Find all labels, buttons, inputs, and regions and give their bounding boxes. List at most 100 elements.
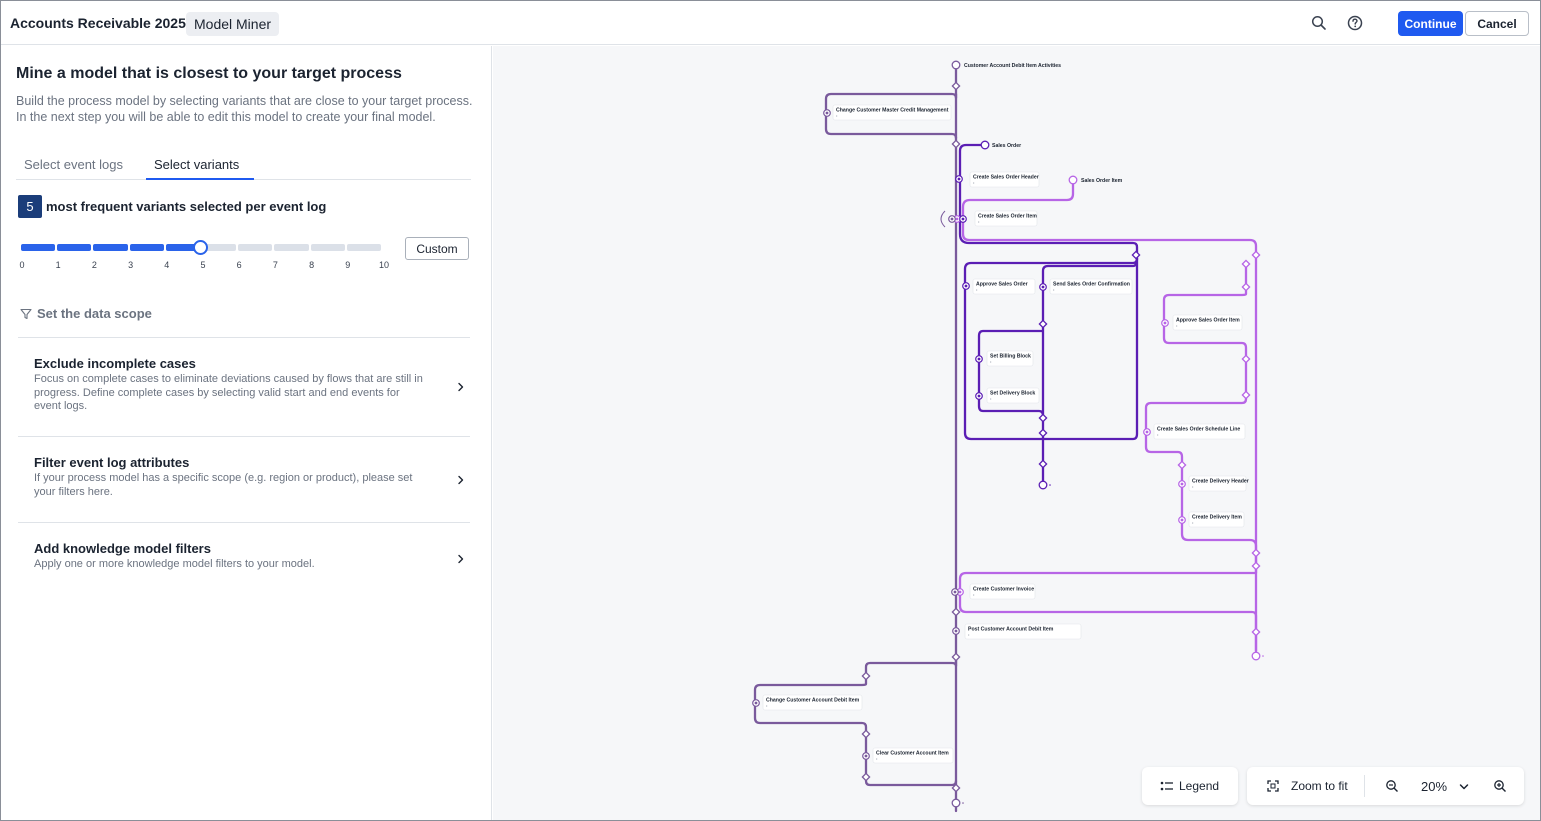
continue-button[interactable]: Continue [1398,11,1463,36]
gateway-node [951,607,961,617]
slider-segment[interactable] [238,244,273,251]
slider-segment[interactable] [93,244,128,251]
activity-count: • [973,180,975,185]
active-tab-indicator [146,178,254,180]
slider-segment[interactable] [202,244,237,251]
activity-label: Create Customer Invoice [973,587,1034,593]
slider-segment[interactable] [346,244,381,251]
zoom-out-icon[interactable] [1385,779,1399,793]
flow-edge [753,656,958,787]
activity-count: • [968,632,970,637]
activity-label: Set Billing Block [990,354,1031,360]
activity-port-center [1180,518,1184,522]
activity-count: • [990,359,992,364]
activity-card [762,694,863,711]
variant-count-badge: 5 [18,195,42,218]
gateway-node [951,783,961,793]
card-exclude-incomplete-cases[interactable]: Exclude incomplete cases Focus on comple… [18,337,470,436]
gateway-node [951,139,961,149]
gateway-node [1038,413,1048,423]
activity-label: Create Sales Order Header [973,175,1039,181]
activity-label: Create Sales Order Item [978,214,1037,220]
cancel-button[interactable]: Cancel [1465,11,1529,36]
activity-count: • [876,756,878,761]
slider-tick: 10 [378,260,389,270]
variant-slider[interactable] [21,240,383,255]
slider-tick: 1 [55,260,61,270]
activity-count: • [1192,520,1194,525]
activity-port-center [754,701,758,705]
slider-segment[interactable] [21,244,56,251]
app-chip[interactable]: Model Miner [186,12,280,36]
activity-port-center [958,590,962,594]
zoom-to-fit-button[interactable]: Zoom to fit [1291,779,1348,793]
gateway-node [1038,319,1048,329]
toolbar-divider [1364,775,1365,797]
zoom-in-icon[interactable] [1493,779,1507,793]
variant-count-label: most frequent variants selected per even… [46,199,327,214]
chevron-right-icon [458,382,464,392]
slider-segment[interactable] [310,244,345,251]
app-title: Accounts Receivable 2025 [10,15,186,31]
end-marker [1049,484,1051,486]
activity-count: • [836,113,838,118]
activity-port-center [977,357,981,361]
slider-segment[interactable] [274,244,309,251]
card-add-knowledge-model-filters[interactable]: Add knowledge model filters Apply one or… [18,522,470,592]
card-description: Focus on complete cases to eliminate dev… [34,373,423,412]
loop-arrow [940,210,946,228]
gateway-node [951,81,961,91]
top-bar: Accounts Receivable 2025 Model Miner Con… [1,1,1540,45]
zoom-to-fit-icon[interactable] [1267,780,1279,792]
left-panel: Mine a model that is closest to your tar… [1,46,492,820]
activity-label: Set Delivery Block [990,391,1035,397]
tab-select-event-logs[interactable]: Select event logs [24,157,124,172]
card-title: Exclude incomplete cases [34,356,196,371]
gateway-node [1241,390,1251,400]
help-icon[interactable] [1346,14,1364,32]
slider-tick: 2 [91,260,97,270]
flow-edge [1162,262,1248,401]
zoom-level[interactable]: 20% [1421,779,1448,794]
activity-label: Create Delivery Header [1192,479,1249,485]
gateway-node [1038,459,1048,469]
slider-thumb[interactable] [193,240,208,255]
activity-count: • [990,396,992,401]
chevron-right-icon [458,475,464,485]
search-icon[interactable] [1310,14,1328,32]
legend-button[interactable]: Legend [1142,767,1238,805]
card-filter-event-log-attributes[interactable]: Filter event log attributes If your proc… [18,436,470,522]
activity-count: • [1176,323,1178,328]
slider-segment[interactable] [129,244,164,251]
custom-button[interactable]: Custom [405,237,469,260]
flow-edge [958,143,1139,257]
activity-count: • [1157,432,1159,437]
activity-label: Clear Customer Account Item [876,751,949,757]
end-marker [962,802,964,804]
activity-card [832,104,952,121]
slider-tick: 4 [164,260,170,270]
activity-card [969,171,1040,188]
slider-segment[interactable] [57,244,92,251]
gateway-node [1177,460,1187,470]
activity-count: • [1192,484,1194,489]
activity-port-center [825,111,829,115]
gateway-node [861,671,871,681]
slider-segment[interactable] [165,244,200,251]
list-icon [1160,781,1173,791]
flow-edge [963,256,1139,441]
activity-count: • [976,287,978,292]
activity-label: Change Customer Account Debit Item [766,698,860,704]
activity-port-center [864,754,868,758]
process-graph[interactable]: Customer Account Debit Item ActivitiesCh… [493,46,1540,820]
activity-port-center [1041,285,1045,289]
slider-tick: 5 [200,260,206,270]
gateway-node [1131,250,1141,260]
tab-select-variants[interactable]: Select variants [154,157,240,172]
card-description: Apply one or more knowledge model filter… [34,558,315,570]
slider-tick: 8 [309,260,315,270]
chevron-down-icon[interactable] [1459,782,1469,792]
activity-card [972,278,1036,295]
